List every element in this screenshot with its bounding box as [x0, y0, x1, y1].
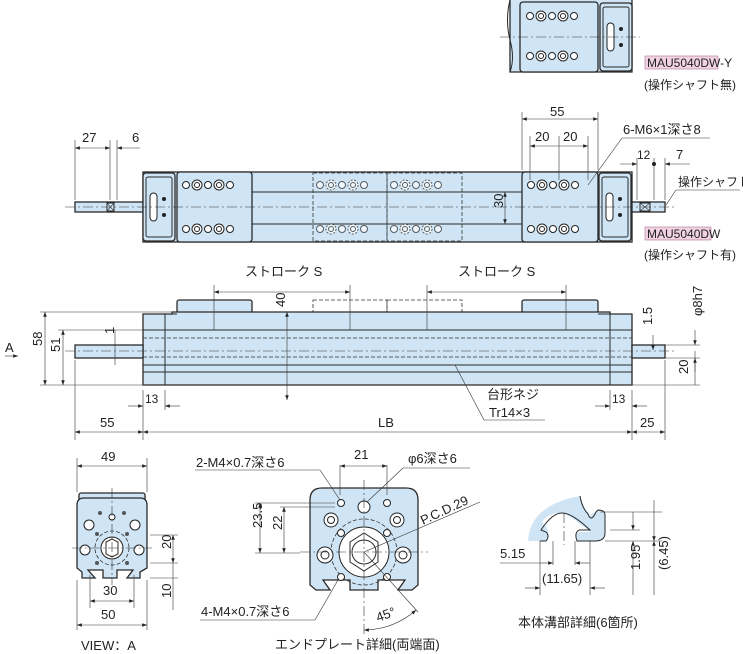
model-label-y: MAU5040DW-Y — [647, 56, 732, 70]
dim-12: 12 — [637, 148, 651, 162]
dim-40: 40 — [273, 293, 288, 307]
dim-30-top: 30 — [491, 194, 506, 208]
view-a: 49 20 10 30 50 VIEW：A — [72, 449, 178, 653]
dim-55-top: 55 — [550, 104, 564, 119]
top-view: 27 6 55 20 20 6-M6×1深さ8 12 7 操作シャフト 30 M… — [65, 104, 743, 262]
tap-note-bottom: 4-M4×0.7深さ6 — [201, 604, 290, 619]
dim-20a: 20 — [535, 129, 549, 144]
stroke-left: ストローク S — [245, 264, 323, 279]
dim-25: 25 — [640, 415, 654, 430]
dim-6: 6 — [132, 130, 139, 145]
dim-20-side: 20 — [676, 360, 691, 374]
dim-21: 21 — [354, 447, 368, 462]
dim-lb: LB — [378, 415, 394, 430]
pcd-label: P.C.D.29 — [418, 493, 471, 528]
dim-22: 22 — [270, 516, 285, 530]
dim-5-15: 5.15 — [500, 546, 525, 561]
screw-label-2: Tr14×3 — [489, 405, 530, 420]
stroke-right: ストローク S — [458, 264, 536, 279]
dim-20-viewa: 20 — [159, 535, 174, 549]
dim-51: 51 — [48, 338, 63, 352]
model-label: MAU5040DW — [647, 227, 721, 241]
dim-phi8h7: φ8h7 — [690, 286, 705, 316]
dim-23-5: 23.5 — [250, 503, 265, 528]
dim-13-left: 13 — [145, 392, 159, 406]
no-shaft-note: (操作シャフト無) — [644, 77, 736, 92]
dim-6-45: (6.45) — [656, 536, 671, 570]
dim-10: 10 — [159, 584, 174, 598]
dim-27: 27 — [82, 130, 96, 145]
groove-caption: 本体溝部詳細(6箇所) — [518, 615, 638, 630]
dim-7: 7 — [676, 147, 683, 162]
dim-58: 58 — [30, 332, 45, 346]
end-plate-detail: 21 2-M4×0.7深さ6 φ6深さ6 P.C.D.29 23.5 22 4-… — [195, 447, 481, 652]
dim-20b: 20 — [563, 129, 577, 144]
dim-1-95: 1.95 — [628, 545, 643, 570]
pin-hole-note: φ6深さ6 — [408, 451, 457, 466]
view-a-caption: VIEW：A — [81, 638, 136, 653]
tap-note-top: 2-M4×0.7深さ6 — [196, 455, 285, 470]
top-partial-view: MAU5040DW-Y (操作シャフト無) — [500, 0, 736, 92]
dim-1-5: 1.5 — [640, 307, 655, 325]
model-tag — [644, 226, 712, 241]
with-shaft-note: (操作シャフト有) — [644, 247, 736, 262]
view-a-arrow-label: A — [5, 340, 14, 355]
angle-45: 45° — [374, 604, 398, 625]
model-tag — [644, 55, 719, 70]
dim-11-65: (11.65) — [542, 571, 582, 586]
dim-1: 1 — [102, 327, 117, 334]
groove-detail: 5.15 (11.65) 1.95 (6.45) 本体溝部詳細(6箇所) — [500, 495, 671, 630]
tap-note-m6: 6-M6×1深さ8 — [623, 122, 701, 137]
shaft-label: 操作シャフト — [678, 174, 743, 189]
dim-13-right: 13 — [612, 392, 626, 406]
dim-30-viewa: 30 — [103, 583, 117, 598]
side-view: ストローク S ストローク S 58 51 A 1 40 1.5 φ8h7 20… — [5, 264, 705, 440]
dim-55-side: 55 — [100, 415, 114, 430]
screw-label-1: 台形ネジ — [487, 387, 539, 402]
dim-49: 49 — [101, 449, 115, 464]
dim-50: 50 — [101, 607, 115, 622]
end-plate-caption: エンドプレート詳細(両端面) — [275, 637, 440, 652]
